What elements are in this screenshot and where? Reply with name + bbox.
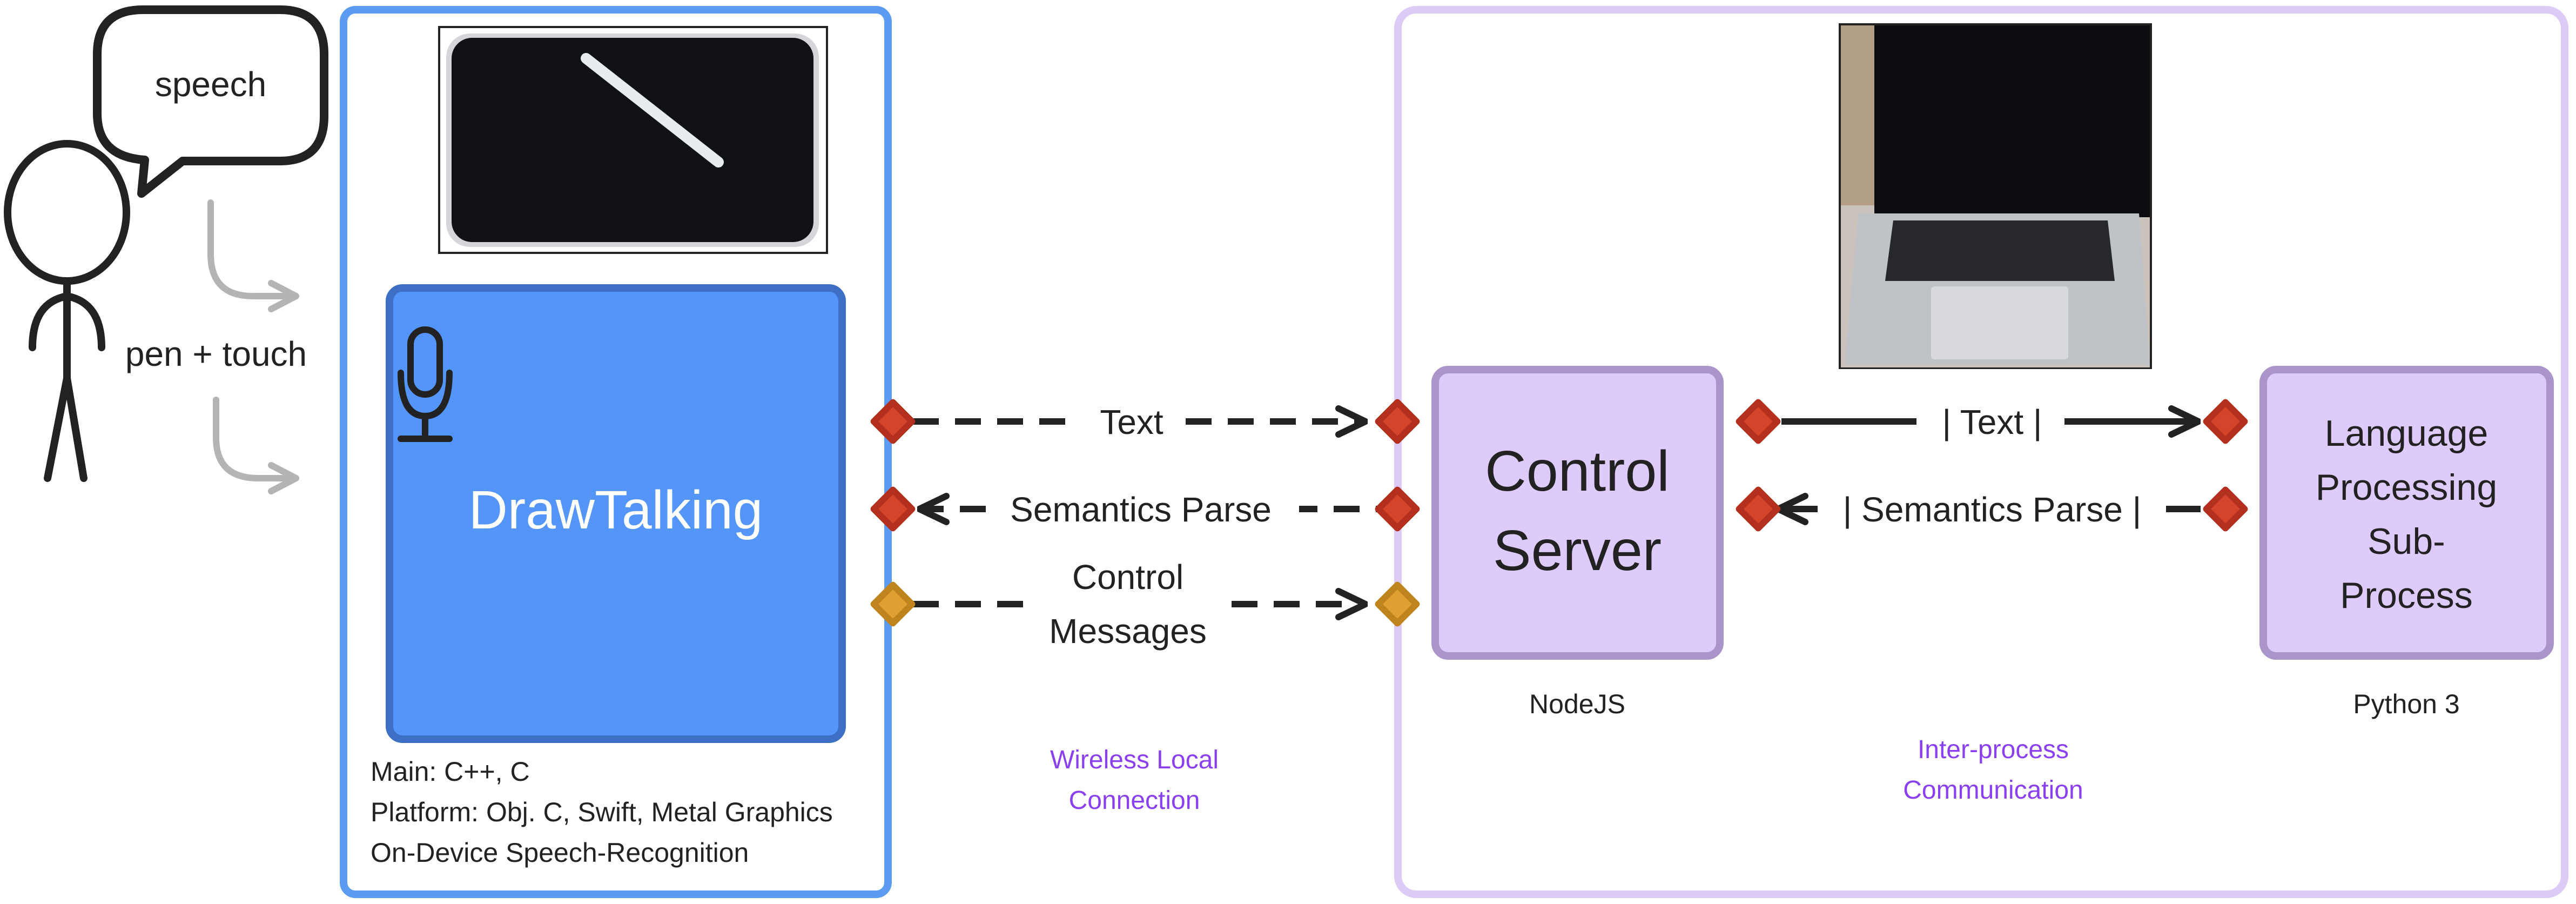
port-nlp-text-in	[2203, 399, 2248, 444]
wireless-control-label-line1: Control	[1072, 558, 1183, 597]
wireless-caption-line1: Wireless Local	[1050, 746, 1219, 774]
nlp-title-line3: Sub-	[2368, 521, 2445, 562]
ipc-caption-line2: Communication	[1903, 776, 2083, 805]
port-server-text-in	[1375, 399, 1420, 444]
control-server-box	[1431, 366, 1724, 660]
pen-touch-label: pen + touch	[125, 334, 307, 373]
laptop-trackpad	[1931, 286, 2068, 359]
ipc-caption-line1: Inter-process	[1918, 735, 2069, 764]
laptop-photo	[1839, 23, 2152, 369]
nlp-runtime-label: Python 3	[2353, 689, 2459, 719]
server-runtime-label: NodeJS	[1529, 689, 1625, 719]
input-label-backdrop	[113, 332, 319, 376]
ipc-semantics-label: | Semantics Parse |	[1843, 490, 2142, 529]
port-nlp-semantics-out	[2203, 486, 2248, 532]
ipc-text-label: | Text |	[1942, 403, 2042, 441]
wireless-semantics-label: Semantics Parse	[1010, 490, 1272, 529]
stylus-shape	[581, 53, 724, 168]
client-tech-main: Main: C++, C	[371, 756, 530, 787]
control-server-title-line2: Server	[1493, 519, 1662, 582]
speech-bubble: speech	[93, 5, 328, 198]
nlp-title-line2: Processing	[2316, 467, 2497, 508]
drawtalking-app-box	[386, 284, 846, 743]
language-processing-box	[2259, 366, 2554, 660]
laptop-screen	[1874, 25, 2150, 217]
speech-bubble-shape	[93, 5, 328, 198]
connection-ports	[870, 399, 2248, 627]
port-server-semantics-out	[1375, 486, 1420, 532]
speech-input-arrow	[207, 199, 299, 312]
right-leg-shape	[63, 374, 88, 482]
laptop-keyboard	[1885, 220, 2115, 281]
port-client-text	[870, 399, 916, 444]
wireless-control-label-line2: Messages	[1049, 612, 1207, 651]
client-tech-speech: On-Device Speech-Recognition	[371, 838, 749, 868]
port-server-semantics-in	[1736, 486, 1781, 532]
arms-shape	[29, 292, 105, 351]
tablet-screen	[452, 38, 813, 242]
left-leg-shape	[44, 374, 71, 482]
port-client-semantics	[870, 486, 916, 532]
user-stick-figure	[4, 140, 130, 482]
wireless-text-label: Text	[1100, 403, 1163, 441]
wireless-caption-line2: Connection	[1069, 786, 1200, 815]
head-shape	[4, 140, 130, 285]
microphone-icon	[398, 326, 453, 442]
drawtalking-title: DrawTalking	[469, 480, 763, 540]
nlp-title-line4: Process	[2340, 575, 2473, 616]
speech-label: speech	[155, 65, 266, 104]
port-server-control-in	[1375, 581, 1420, 627]
control-server-title-line1: Control	[1485, 439, 1670, 503]
client-tech-platform: Platform: Obj. C, Swift, Metal Graphics	[371, 797, 833, 827]
port-client-control	[870, 581, 916, 627]
port-server-text-out	[1736, 399, 1781, 444]
tablet-photo	[438, 26, 828, 254]
touch-input-arrow	[213, 397, 299, 494]
nlp-title-line1: Language	[2325, 413, 2488, 454]
server-panel	[1394, 6, 2568, 898]
